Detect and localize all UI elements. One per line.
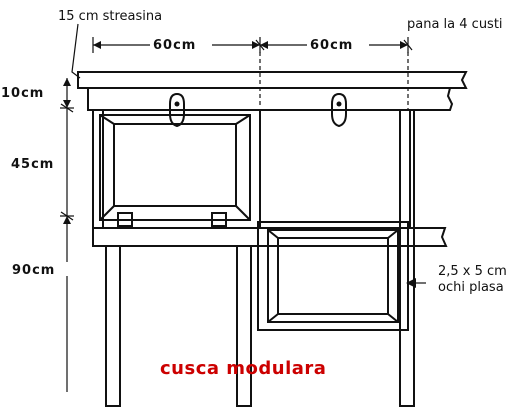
left-hinge: [117, 212, 133, 227]
mesh-pointer-arrow: [406, 278, 416, 288]
height-dimension: [60, 78, 74, 392]
right-cage-module: [259, 109, 411, 229]
bench-label: pana la 4 custi: [407, 17, 503, 32]
bench-plank: [92, 227, 448, 247]
height-roof-label: 10cm: [1, 86, 44, 101]
right-hinge: [211, 212, 227, 227]
latch-left: [169, 92, 185, 128]
left-cage-module: [92, 109, 261, 229]
legs: [105, 109, 415, 407]
eave-label: 15 cm streasina: [58, 9, 162, 24]
mesh-size-label: 2,5 x 5 cm: [438, 264, 507, 279]
door-mesh: [277, 237, 389, 315]
height-cage-label: 45cm: [11, 157, 54, 172]
left-cage-mesh: [113, 123, 237, 207]
mesh-note-label: ochi plasa: [438, 280, 504, 295]
diagram-title: cusca modulara: [160, 358, 326, 379]
width-right-label: 60cm: [310, 38, 353, 53]
open-door: [257, 221, 409, 331]
eave-leader-line: [71, 23, 81, 79]
width-left-label: 60cm: [153, 38, 196, 53]
height-legs-label: 90cm: [12, 263, 55, 278]
latch-right: [331, 92, 347, 128]
roof-plank: [77, 71, 468, 111]
